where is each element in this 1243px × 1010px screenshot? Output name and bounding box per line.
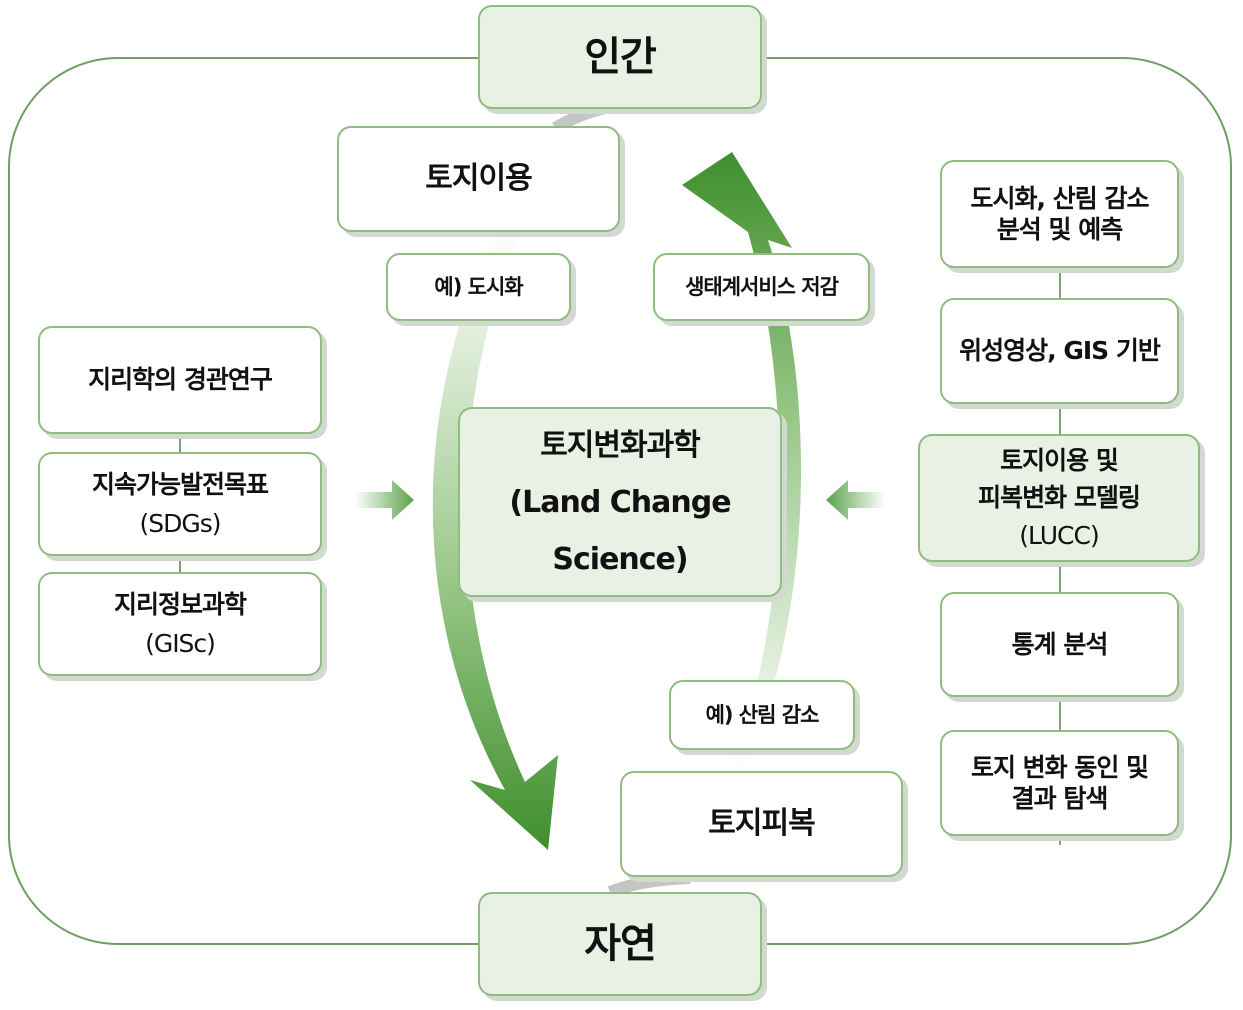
left-item-landscape: 지리학의 경관연구 xyxy=(38,326,322,434)
right-item-lucc-line1: 토지이용 및 xyxy=(1000,446,1119,476)
right-item-drivers: 토지 변화 동인 및 결과 탐색 xyxy=(940,730,1179,836)
box-ecosystem-service: 생태계서비스 저감 xyxy=(653,253,870,321)
node-human: 인간 xyxy=(478,5,762,109)
right-item-analysis: 도시화, 산림 감소 분석 및 예측 xyxy=(940,160,1179,268)
example-urban-label: 예) 도시화 xyxy=(434,274,523,299)
box-land-change-science: 토지변화과학 (Land Change Science) xyxy=(458,407,782,597)
box-land-use: 토지이용 xyxy=(337,126,620,232)
center-title-ko: 토지변화과학 xyxy=(540,427,701,463)
left-item-landscape-line1: 지리학의 경관연구 xyxy=(88,365,273,395)
land-use-label: 토지이용 xyxy=(425,161,532,197)
right-item-statistics-line1: 통계 분석 xyxy=(1011,629,1109,659)
right-item-satellite: 위성영상, GIS 기반 xyxy=(940,298,1179,404)
node-nature-label: 자연 xyxy=(584,921,657,967)
right-item-analysis-line1: 도시화, 산림 감소 xyxy=(970,183,1150,213)
left-item-gisc: 지리정보과학 (GISc) xyxy=(38,572,322,676)
left-item-gisc-line1: 지리정보과학 xyxy=(113,589,247,619)
right-item-drivers-line1: 토지 변화 동인 및 xyxy=(970,752,1149,782)
right-item-satellite-line1: 위성영상, GIS 기반 xyxy=(959,336,1161,366)
left-item-sdgs-line1: 지속가능발전목표 xyxy=(91,469,269,499)
right-item-lucc-line2: 피복변화 모델링 xyxy=(978,483,1141,513)
curved-arrow-down xyxy=(432,230,558,850)
ecosystem-service-label: 생태계서비스 저감 xyxy=(685,274,839,299)
example-forest-label: 예) 산림 감소 xyxy=(705,702,820,727)
left-item-sdgs-line2: (SDGs) xyxy=(139,509,221,538)
node-human-label: 인간 xyxy=(584,34,657,80)
right-item-drivers-line2: 결과 탐색 xyxy=(1011,784,1109,813)
left-item-gisc-line2: (GISc) xyxy=(145,629,216,658)
right-item-analysis-line2: 분석 및 예측 xyxy=(996,215,1123,244)
arrow-right xyxy=(355,480,414,520)
box-example-forest: 예) 산림 감소 xyxy=(669,680,855,750)
right-item-statistics: 통계 분석 xyxy=(940,592,1179,697)
right-item-lucc: 토지이용 및 피복변화 모델링 (LUCC) xyxy=(918,434,1200,562)
arrow-left xyxy=(826,480,885,520)
land-cover-label: 토지피복 xyxy=(708,806,815,842)
box-example-urban: 예) 도시화 xyxy=(386,253,571,321)
right-item-lucc-line3: (LUCC) xyxy=(1019,520,1099,550)
box-land-cover: 토지피복 xyxy=(620,771,903,877)
center-title-en: (Land Change Science) xyxy=(509,484,731,577)
left-item-sdgs: 지속가능발전목표 (SDGs) xyxy=(38,452,322,556)
connector-bottom xyxy=(607,872,691,898)
node-nature: 자연 xyxy=(478,892,762,996)
